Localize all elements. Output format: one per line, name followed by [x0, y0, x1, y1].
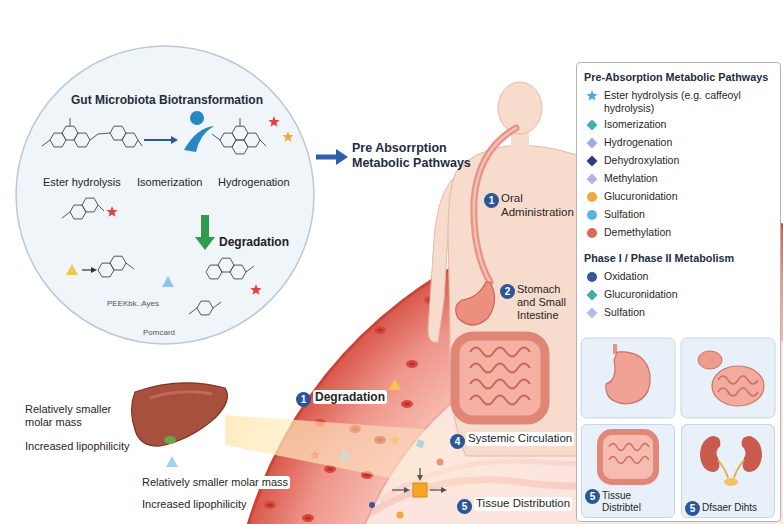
legend-item: Demethylation: [586, 226, 775, 239]
organ-tile: 5Dfsaer Dihts: [681, 424, 775, 518]
property-note: Relatively smaller molar mass: [140, 476, 290, 489]
legend-label: Hydrogenation: [604, 136, 775, 149]
legend-heading: Phase I / Phase II Metabolism: [584, 252, 775, 265]
stage-label: Tissue Distribution: [474, 497, 572, 511]
legend-item: Methylation: [586, 172, 775, 185]
process-label: PEEKbk..Ayes: [107, 299, 187, 309]
section-label: Pre Absorrption Metabolic Pathways: [352, 141, 480, 171]
legend-swatch-shape: [587, 210, 597, 220]
legend-panel: Pre-Absorption Metabolic PathwaysPhase I…: [576, 62, 781, 522]
stage-label: Systemic Circulation: [466, 432, 574, 446]
legend-label: Sulfation: [604, 208, 775, 221]
process-label: Pomcard: [143, 328, 203, 338]
property-note: Relatively smaller molar mass: [25, 403, 125, 429]
legend-swatch-shape: [587, 192, 597, 202]
legend-item: Sulfation: [586, 306, 775, 319]
legend-label: Oxidation: [604, 270, 775, 283]
callout-number: 4: [450, 434, 465, 449]
legend-swatch: [586, 173, 598, 185]
legend-label: Ester hydrolysis (e.g. caffeoyl hydrolys…: [604, 89, 775, 114]
callout-number: 1: [484, 193, 499, 208]
legend-swatch: [586, 90, 598, 102]
legend-label: Isomerization: [604, 118, 775, 131]
property-note: Increased lipophilicity: [25, 440, 130, 453]
circle-heading: Gut Microbiota Biotransformation: [57, 93, 277, 107]
legend-swatch: [586, 191, 598, 203]
organ-label: Tissue Distribtel: [602, 490, 671, 514]
legend-swatch: [586, 119, 598, 131]
legend-item: Isomerization: [586, 118, 775, 131]
legend-item: Glucuronidation: [586, 288, 775, 301]
circle-border: [16, 46, 314, 344]
legend-label: Methylation: [604, 172, 775, 185]
legend-swatch-shape: [586, 90, 597, 101]
legend-label: Glucuronidation: [604, 190, 775, 203]
legend-swatch-shape: [587, 272, 597, 282]
legend-swatch: [586, 289, 598, 301]
callout-number: 5: [685, 501, 700, 516]
legend-swatch-shape: [587, 156, 598, 167]
legend-item: Oxidation: [586, 270, 775, 283]
legend-swatch: [586, 155, 598, 167]
legend-swatch-shape: [587, 120, 598, 131]
legend-swatch: [586, 227, 598, 239]
callout-number: 5: [585, 489, 600, 504]
legend-swatch-shape: [587, 228, 597, 238]
legend-label: Demethylation: [604, 226, 775, 239]
stage-label: Stomach and Small Intestine: [517, 283, 575, 323]
process-label: Degradation: [219, 235, 301, 249]
legend-heading: Pre-Absorption Metabolic Pathways: [584, 71, 775, 84]
legend-swatch-shape: [587, 138, 598, 149]
legend-swatch: [586, 271, 598, 283]
process-label: Hydrogenation: [218, 176, 303, 189]
legend-label: Dehydroxylation: [604, 154, 775, 167]
legend-item: Dehydroxylation: [586, 154, 775, 167]
callout-number: 2: [500, 284, 515, 299]
biotransformation-circle: Gut Microbiota BiotransformationEster hy…: [15, 45, 315, 345]
legend-item: Ester hydrolysis (e.g. caffeoyl hydrolys…: [586, 89, 775, 114]
callout-number: 1: [296, 392, 311, 407]
legend-item: Sulfation: [586, 208, 775, 221]
legend-item: Hydrogenation: [586, 136, 775, 149]
legend-item: Glucuronidation: [586, 190, 775, 203]
organ-label: Dfsaer Dihts: [702, 502, 771, 514]
legend-label: Glucuronidation: [604, 288, 775, 301]
legend-swatch: [586, 209, 598, 221]
stage-label: Oral Administration: [501, 192, 575, 220]
property-note: Increased lipophilicity: [140, 498, 249, 511]
stage-label: Degradation: [313, 390, 387, 404]
legend-swatch: [586, 307, 598, 319]
process-label: Isomerization: [137, 176, 215, 189]
legend-swatch: [586, 137, 598, 149]
legend-swatch-shape: [587, 308, 598, 319]
organ-tile: 5Tissue Distribtel: [581, 424, 675, 518]
callout-number: 5: [457, 499, 472, 514]
circle-outline: [15, 45, 315, 345]
legend-swatch-shape: [587, 290, 598, 301]
legend-label: Sulfation: [604, 306, 775, 319]
legend-swatch-shape: [587, 174, 598, 185]
process-label: Ester hydrolysis: [43, 176, 133, 189]
